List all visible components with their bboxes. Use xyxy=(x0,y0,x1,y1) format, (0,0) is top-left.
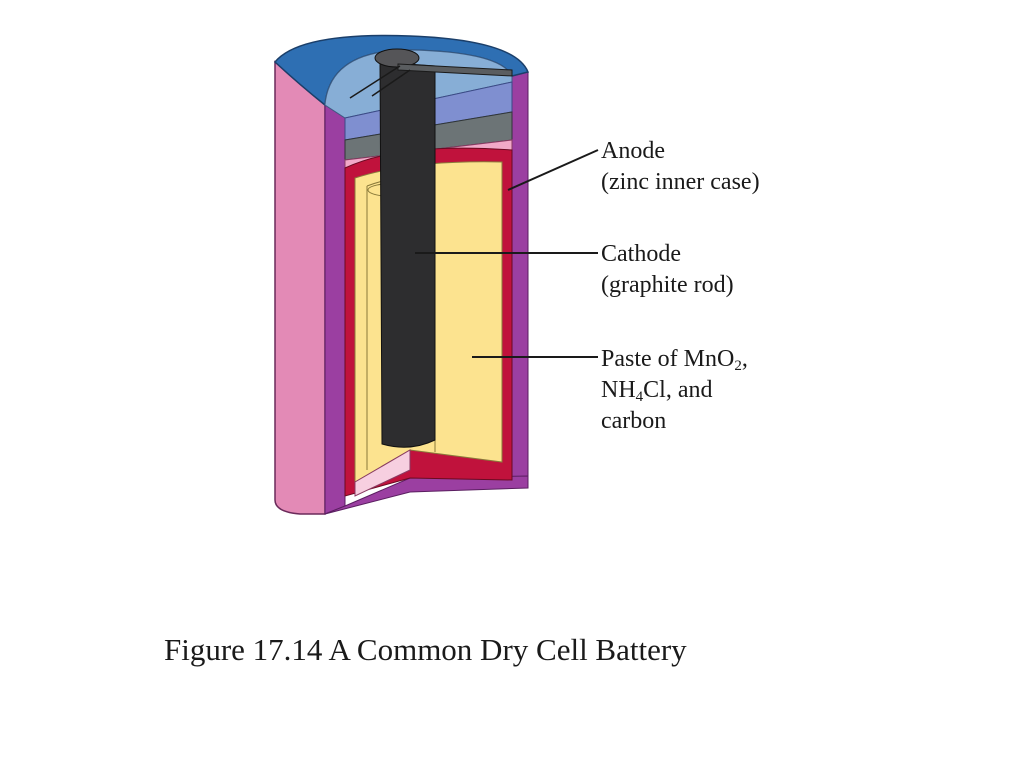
paste-bottom-step xyxy=(354,449,411,497)
cathode-label: Cathode (graphite rod) xyxy=(601,239,734,301)
paste-label-comma: , xyxy=(741,346,748,372)
graphite-rod xyxy=(379,61,436,448)
terminal-wire xyxy=(349,65,411,99)
anode-leader-line xyxy=(507,149,599,191)
paste-label-cl: Cl, and xyxy=(643,377,713,403)
outer-case-surface xyxy=(274,60,326,515)
cathode-label-line1: Cathode xyxy=(601,241,681,267)
outer-case-cut-left xyxy=(324,104,346,515)
paste-label-nh-sub: 4 xyxy=(635,389,644,405)
rod-cap xyxy=(374,48,420,68)
paste-label: Paste of MnO2, NH4Cl, and carbon xyxy=(601,344,748,437)
paste-label-mno-sub: 2 xyxy=(734,358,742,374)
figure-caption: Figure 17.14 A Common Dry Cell Battery xyxy=(164,632,687,667)
paste-label-line2: NH4Cl, and xyxy=(601,375,748,406)
anode-label-line2: (zinc inner case) xyxy=(601,169,760,195)
paste-label-line1: Paste of MnO2, xyxy=(601,344,748,375)
outer-case-cut-right xyxy=(511,71,529,481)
paste-label-mno: Paste of MnO xyxy=(601,346,735,372)
anode-label: Anode (zinc inner case) xyxy=(601,136,760,198)
cathode-label-line2: (graphite rod) xyxy=(601,272,734,298)
anode-label-line1: Anode xyxy=(601,138,665,164)
paste-label-nh: NH xyxy=(601,377,636,403)
paste-label-line3: carbon xyxy=(601,408,667,434)
